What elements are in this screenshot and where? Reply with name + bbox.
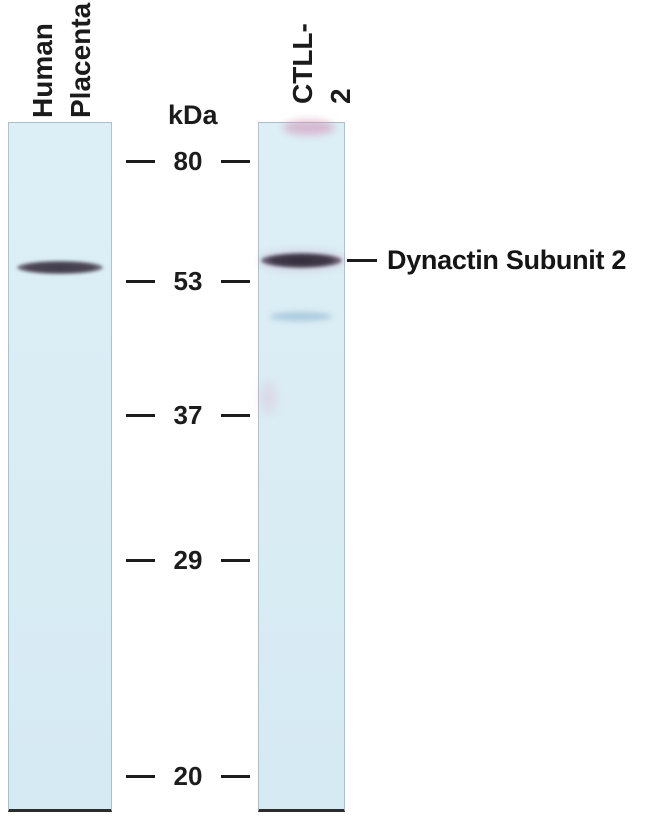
lane-artifact-smudge xyxy=(283,120,335,135)
lane-human-placenta xyxy=(8,122,112,812)
mw-marker-row: 80 xyxy=(126,146,250,176)
tick-left xyxy=(126,159,155,163)
tick-left xyxy=(126,279,155,283)
tick-right xyxy=(220,413,250,417)
mw-marker-row: 20 xyxy=(126,761,250,791)
faint-band-ctll-2 xyxy=(270,312,332,321)
lane-artifact-smudge-faint xyxy=(259,381,277,415)
tick-left xyxy=(126,774,155,778)
protein-band-human-placenta xyxy=(17,261,103,274)
mw-marker-value: 53 xyxy=(173,266,203,296)
mw-marker-row: 29 xyxy=(126,545,250,575)
mw-marker-value: 29 xyxy=(173,545,203,575)
tick-left xyxy=(126,413,155,417)
tick-left xyxy=(126,558,155,562)
mw-marker-value: 20 xyxy=(173,761,203,791)
band-annotation: Dynactin Subunit 2 xyxy=(347,245,626,275)
band-pointer-line xyxy=(347,258,377,262)
band-annotation-label: Dynactin Subunit 2 xyxy=(387,244,627,275)
lane-label-human-placenta: Human Placenta xyxy=(27,2,96,118)
mw-marker-value: 80 xyxy=(173,146,203,176)
protein-band-ctll-2 xyxy=(261,253,342,268)
kda-unit-label: kDa xyxy=(168,100,218,130)
lane-label-ctll-2: CTLL-2 xyxy=(287,23,356,104)
mw-marker-row: 37 xyxy=(126,400,250,430)
tick-right xyxy=(220,774,250,778)
tick-right xyxy=(220,159,250,163)
lane-ctll-2 xyxy=(258,120,345,812)
tick-right xyxy=(220,279,250,283)
mw-marker-value: 37 xyxy=(173,400,203,430)
mw-marker-row: 53 xyxy=(126,266,250,296)
tick-right xyxy=(220,558,250,562)
